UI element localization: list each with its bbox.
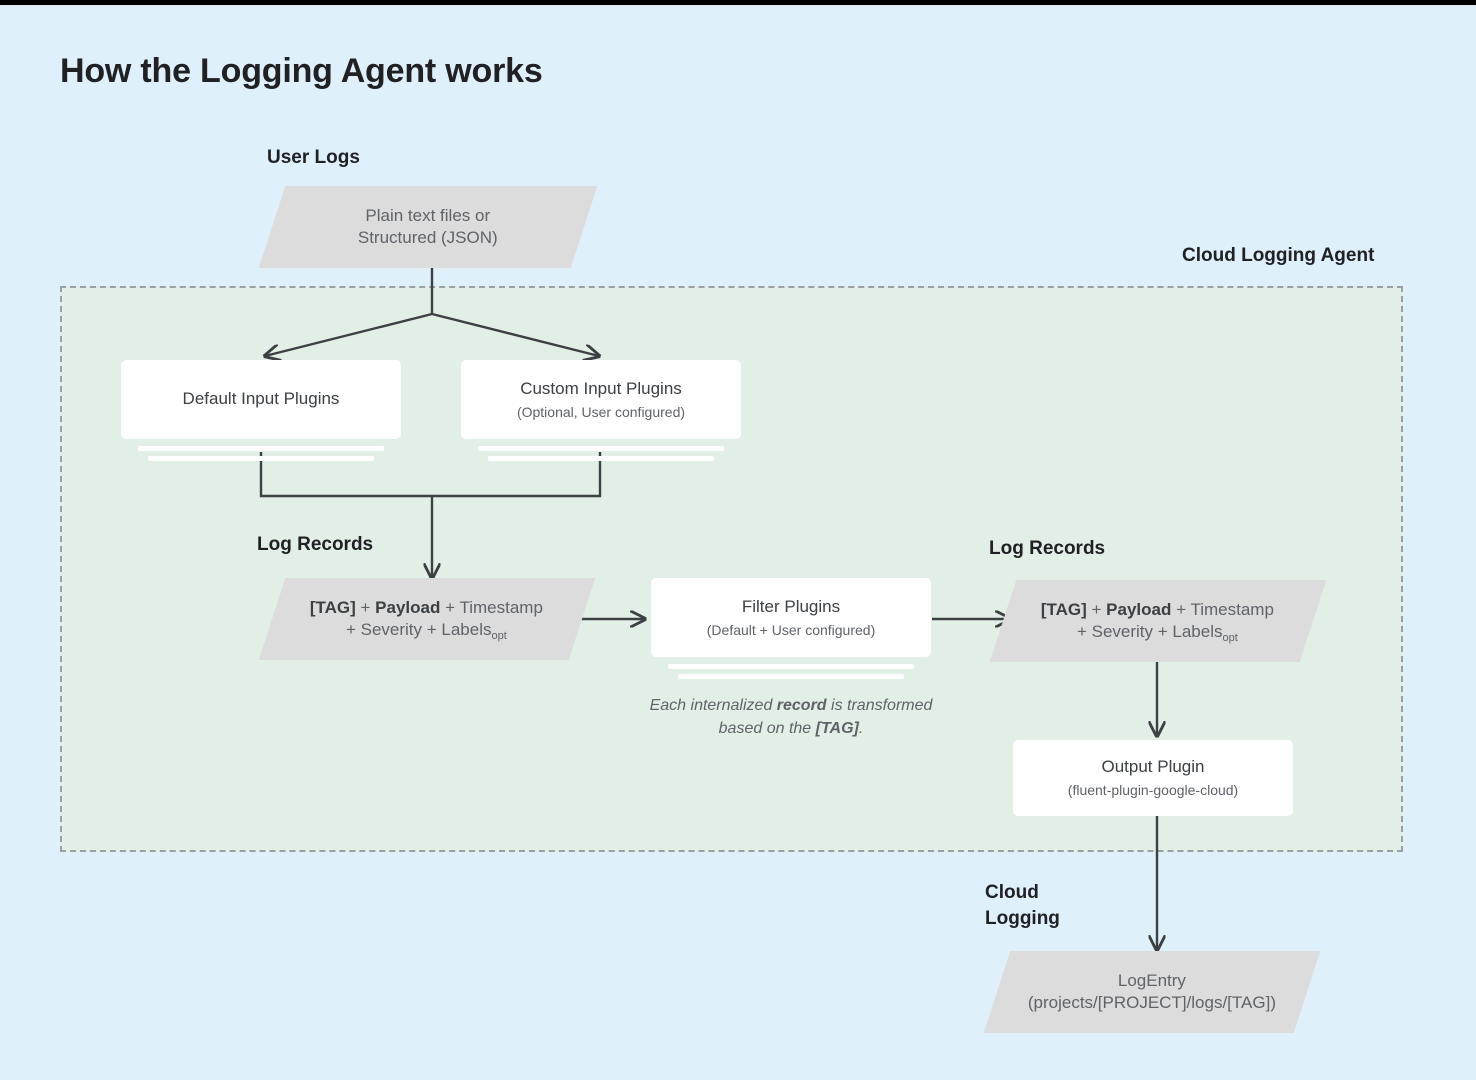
user-logs-line2: Structured (JSON)	[358, 228, 498, 247]
logrec-right-subscript: opt	[1223, 632, 1239, 644]
custom-input-plugins-subtitle: (Optional, User configured)	[516, 403, 686, 420]
logrec-left-tag: [TAG]	[310, 597, 357, 617]
default-input-stack-bar-1	[138, 446, 384, 451]
log-entry-title: LogEntry	[1117, 970, 1187, 990]
filter-note-part2: is transformed based on the	[718, 697, 933, 738]
logrec-right-rest: + Timestamp	[1172, 599, 1275, 619]
node-custom-input-plugins[interactable]: Custom Input Plugins (Optional, User con…	[461, 360, 741, 439]
node-filter-plugins[interactable]: Filter Plugins (Default + User configure…	[651, 578, 931, 657]
logrec-right-plus: +	[1087, 599, 1107, 619]
label-cloud-logging: Cloud Logging	[985, 882, 1060, 929]
logrec-left-rest: + Timestamp	[441, 597, 544, 617]
node-user-logs-source: Plain text files or Structured (JSON)	[258, 186, 598, 268]
logrec-left-line2: + Severity + Labels	[346, 620, 493, 639]
filter-note-bold2: [TAG]	[815, 720, 859, 738]
logrec-right-tag: [TAG]	[1041, 599, 1088, 619]
node-log-entry: LogEntry (projects/[PROJECT]/logs/[TAG])	[983, 951, 1321, 1033]
filter-note-bold1: record	[776, 697, 827, 714]
logrec-left-plus: +	[356, 597, 376, 617]
logrec-right-line2: + Severity + Labels	[1077, 622, 1224, 641]
output-plugin-subtitle: (fluent-plugin-google-cloud)	[1067, 782, 1239, 799]
default-input-stack-bar-2	[148, 456, 374, 461]
filter-plugins-title: Filter Plugins	[741, 596, 841, 616]
filter-note-part1: Each internalized	[649, 697, 777, 714]
custom-input-plugins-title: Custom Input Plugins	[520, 378, 682, 398]
log-entry-subtitle: (projects/[PROJECT]/logs/[TAG])	[1027, 993, 1277, 1012]
label-log-records-right: Log Records	[989, 538, 1106, 559]
custom-input-stack-bar-2	[488, 456, 714, 461]
logrec-left-payload: Payload	[375, 597, 441, 617]
node-default-input-plugins[interactable]: Default Input Plugins	[121, 360, 401, 439]
filter-plugins-stack-bar-2	[678, 674, 904, 679]
user-logs-line1: Plain text files or	[365, 205, 491, 225]
output-plugin-title: Output Plugin	[1101, 757, 1205, 777]
filter-note-part3: .	[858, 720, 864, 738]
default-input-plugins-title: Default Input Plugins	[182, 389, 340, 409]
filter-transform-note: Each internalized record is transformed …	[641, 694, 941, 740]
node-output-plugin[interactable]: Output Plugin (fluent-plugin-google-clou…	[1013, 740, 1293, 816]
node-log-record-left: [TAG] + Payload + Timestamp + Severity +…	[258, 578, 596, 660]
label-cloud-logging-agent: Cloud Logging Agent	[1182, 245, 1375, 266]
logrec-left-subscript: opt	[492, 630, 508, 642]
custom-input-stack-bar-1	[478, 446, 724, 451]
window-top-edge	[0, 0, 1476, 5]
filter-plugins-stack-bar-1	[668, 664, 914, 669]
node-log-record-right: [TAG] + Payload + Timestamp + Severity +…	[989, 580, 1327, 662]
logrec-right-payload: Payload	[1106, 599, 1172, 619]
page-title: How the Logging Agent works	[60, 52, 543, 90]
label-user-logs: User Logs	[267, 147, 360, 168]
filter-plugins-subtitle: (Default + User configured)	[706, 621, 876, 638]
label-log-records-left: Log Records	[257, 534, 374, 555]
